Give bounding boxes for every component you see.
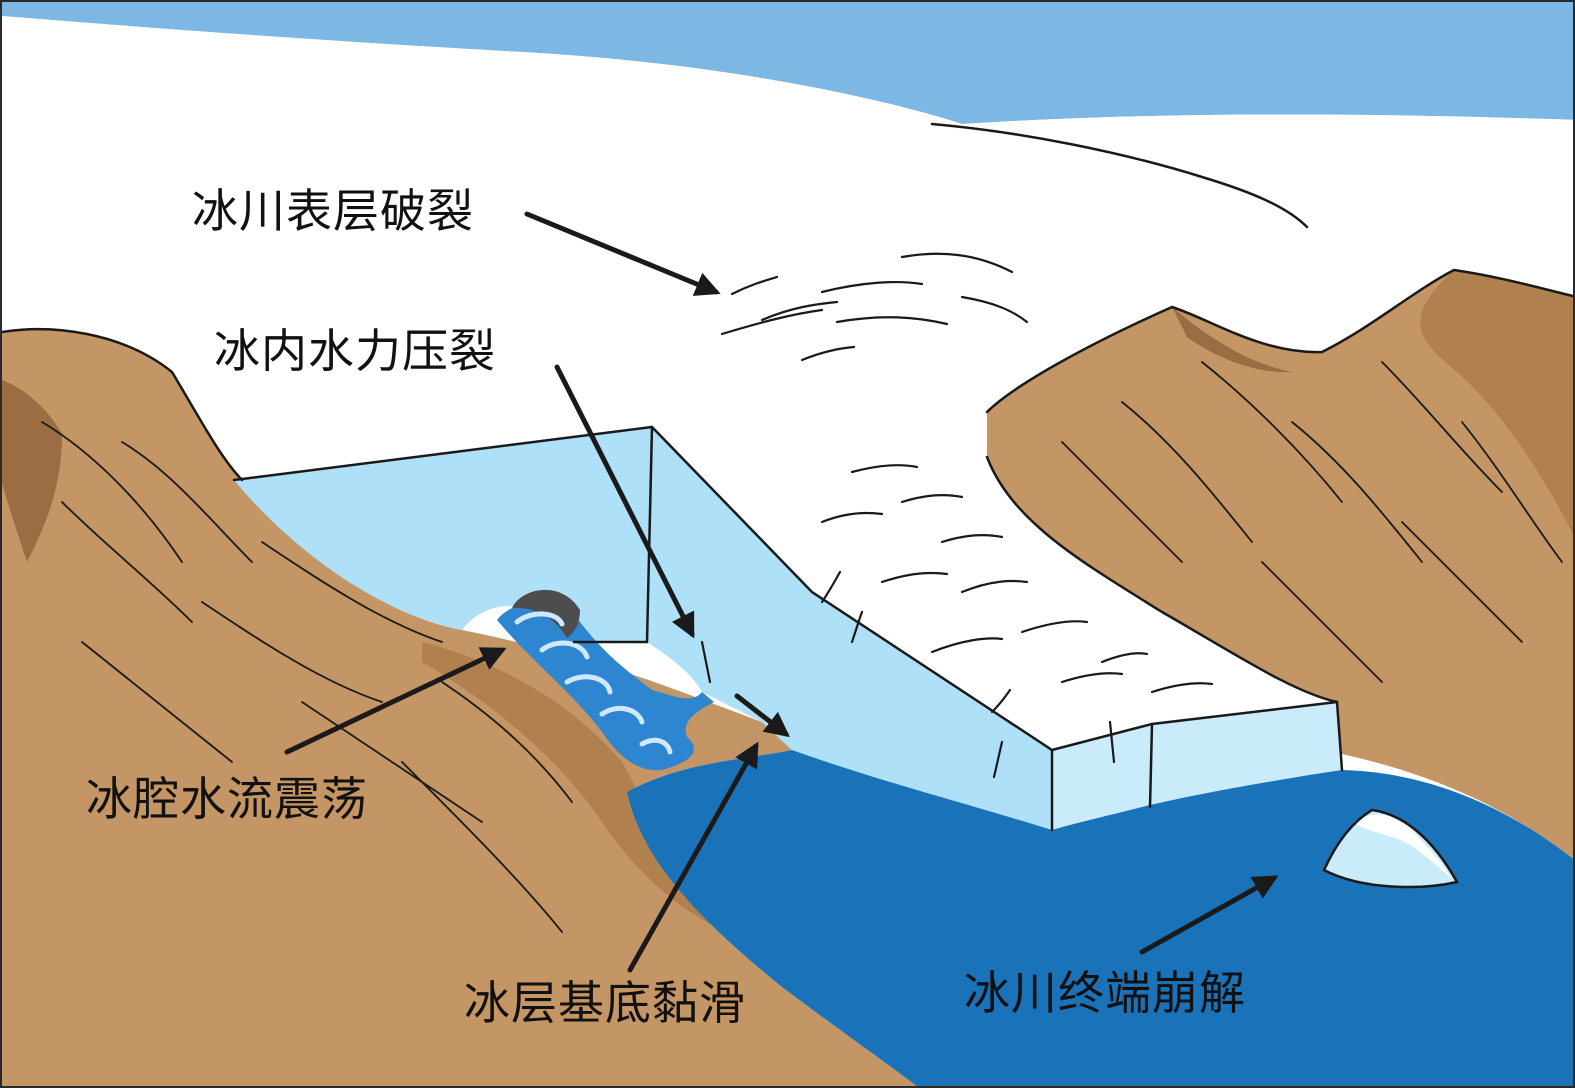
right-mountain-shade [1172, 307, 1292, 373]
leader-arrows [284, 211, 1279, 973]
label-hydrofracture: 冰内水力压裂 [214, 324, 496, 378]
label-terminus-calving: 冰川终端崩解 [964, 966, 1246, 1020]
arrow-basal-slip [627, 741, 759, 973]
label-conduit-oscillation: 冰腔水流震荡 [86, 772, 368, 826]
iceberg [1324, 810, 1457, 887]
label-basal-slip: 冰层基底黏滑 [464, 976, 746, 1030]
scene-outlines [2, 122, 1573, 889]
glacier-surface [2, 16, 1573, 750]
rock-texture [41, 361, 1563, 933]
sky [2, 2, 1573, 124]
fjord-water [627, 750, 1573, 1086]
ice-terminus-front [1052, 702, 1342, 830]
left-mountain [2, 329, 917, 1086]
arrow-hydrofracture [554, 364, 695, 639]
meltwater-swirl [514, 611, 673, 755]
iceberg-top [1354, 814, 1450, 877]
arrow-conduit-oscillation [284, 647, 507, 755]
slip-direction-arrow [734, 693, 790, 738]
right-mountain-shade [1420, 270, 1573, 535]
arrow-terminus-calving [1139, 875, 1279, 955]
arrow-surface-fracture [524, 211, 721, 296]
ice-cliff-back [234, 427, 652, 642]
label-surface-fracture: 冰川表层破裂 [192, 184, 474, 238]
right-mountain [987, 270, 1573, 859]
crevasses [700, 252, 1214, 779]
